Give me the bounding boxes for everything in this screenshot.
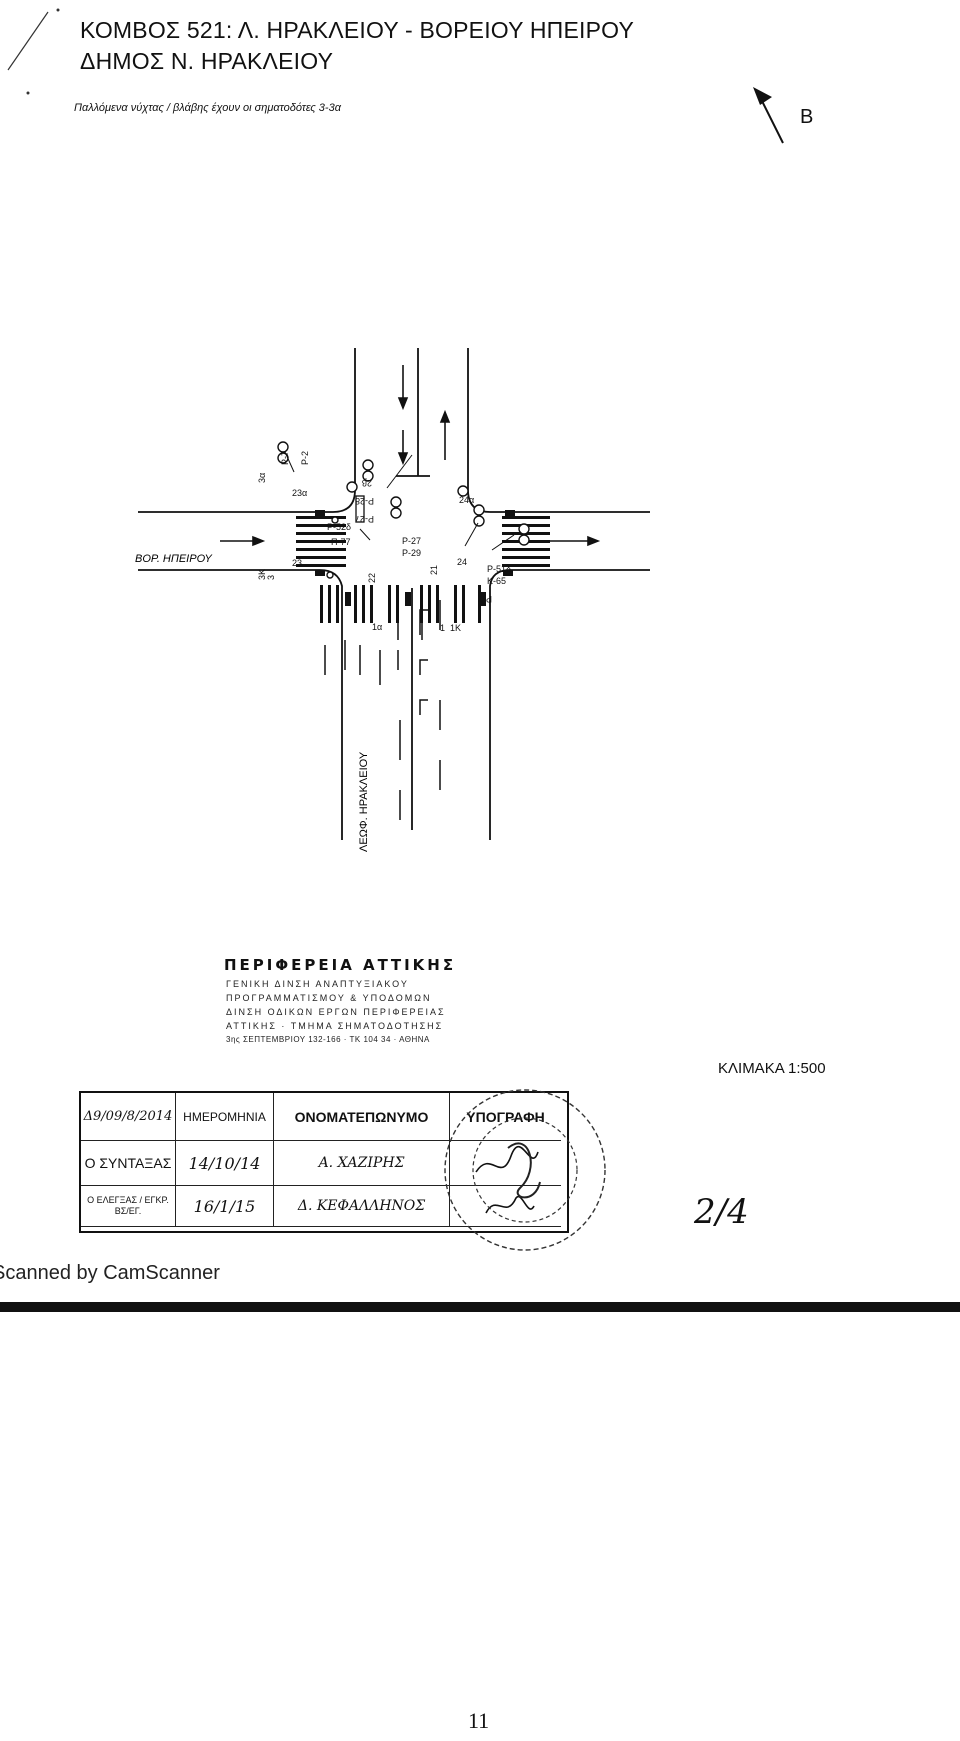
label-1a: 1α: [372, 622, 382, 632]
label-p27a: P-27: [355, 514, 374, 524]
label-23: 23: [292, 558, 302, 568]
label-p51: P-51δ: [487, 564, 511, 574]
table-cell-date: 14/10/14: [176, 1141, 274, 1186]
table-cell-date: 16/1/15: [176, 1186, 274, 1227]
authority-line-5: 3ης ΣΕΠΤΕΜΒΡΙΟΥ 132-166 · ΤΚ 104 34 · ΑΘ…: [226, 1035, 430, 1044]
table-header-name: ΟΝΟΜΑΤΕΠΩΝΥΜΟ: [274, 1093, 450, 1141]
label-k65: K-65: [487, 576, 506, 586]
scale-label: ΚΛΙΜΑΚΑ 1:500: [718, 1060, 826, 1077]
label-p7: P-7: [280, 451, 290, 465]
table-cell-name: Α. ΧΑΖΙΡΗΣ: [274, 1141, 450, 1186]
label-1k: 1Κ: [450, 623, 461, 633]
authority-line-2: ΠΡΟΓΡΑΜΜΑΤΙΣΜΟΥ & ΥΠΟΔΟΜΩΝ: [226, 993, 432, 1003]
label-p77: Π-77: [331, 537, 351, 547]
label-p27: P-27: [402, 536, 421, 546]
label-24: 24: [457, 557, 467, 567]
scan-edge-bar: [0, 1302, 960, 1312]
official-seal: [444, 1089, 606, 1251]
label-22: 22: [367, 573, 377, 583]
north-arrow-icon: [753, 87, 784, 144]
table-header-signature: ΥΠΟΓΡΑΦΗ: [450, 1093, 561, 1141]
signoff-table: Δ9/09/8/2014 ΗΜΕΡΟΜΗΝΙΑ ΟΝΟΜΑΤΕΠΩΝΥΜΟ ΥΠ…: [79, 1091, 569, 1233]
label-3k: 3Κ: [257, 569, 267, 580]
authority-line-4: ΑΤΤΙΚΗΣ · ΤΜΗΜΑ ΣΗΜΑΤΟΔΟΤΗΣΗΣ: [226, 1021, 444, 1031]
label-23a: 23α: [292, 488, 307, 498]
plan-subtitle: Παλλόμενα νύχτας / βλάβης έχουν οι σηματ…: [74, 102, 341, 114]
table-cell-name: Δ. ΚΕΦΑΛΛΗΝΟΣ: [274, 1186, 450, 1227]
page-number: 11: [468, 1708, 490, 1733]
signature-scribble: [484, 1195, 535, 1214]
label-21: 21: [429, 565, 439, 575]
intersection-plan: P-7 P-2 3α 23α P-28 P-27 2β P-52δ Π-77 P…: [135, 348, 650, 852]
label-p29: P-29: [402, 548, 421, 558]
label-p2: P-2: [300, 451, 310, 465]
scanner-footer: Scanned by CamScanner: [0, 1262, 220, 1284]
table-header-date-stamp: Δ9/09/8/2014: [81, 1093, 176, 1141]
plan-title-line2: ΔΗΜΟΣ Ν. ΗΡΑΚΛΕΙΟΥ: [80, 48, 334, 74]
label-p7b: P-7: [478, 594, 492, 604]
label-2b: 2β: [362, 478, 372, 488]
table-cell-signature: [450, 1186, 561, 1227]
table-header-date: ΗΜΕΡΟΜΗΝΙΑ: [176, 1093, 274, 1141]
street-west-label: ΒΟΡ. ΗΠΕΙΡΟΥ: [135, 553, 213, 565]
table-cell-role: Ο ΣΥΝΤΑΞΑΣ: [81, 1141, 176, 1186]
label-p52: P-52δ: [327, 522, 351, 532]
label-1: 1: [440, 623, 445, 633]
authority-line-3: ΔΙΝΣΗ ΟΔΙΚΩΝ ΕΡΓΩΝ ΠΕΡΙΦΕΡΕΙΑΣ: [226, 1007, 446, 1017]
plan-title-line1: ΚΟΜΒΟΣ 521: Λ. ΗΡΑΚΛΕΙΟΥ - ΒΟΡΕΙΟΥ ΗΠΕΙΡ…: [80, 17, 635, 43]
label-24a: 24α: [459, 495, 474, 505]
north-label: Β: [800, 106, 814, 128]
corner-scratch: [7, 8, 60, 95]
table-cell-role: Ο ΕΛΕΓΞΑΣ / ΕΓΚΡ. ΒΣ/ΕΓ.: [81, 1186, 176, 1227]
authority-line-1: ΓΕΝΙΚΗ ΔΙΝΣΗ ΑΝΑΠΤΥΞΙΑΚΟΥ: [226, 979, 409, 989]
label-3: 3: [266, 575, 276, 580]
street-south-label: ΛΕΩΦ. ΗΡΑΚΛΕΙΟΥ: [358, 751, 370, 852]
label-p28: P-28: [355, 496, 374, 506]
page-fraction: 2/4: [694, 1192, 749, 1232]
label-3a: 3α: [257, 473, 267, 483]
authority-name: ΠΕΡΙΦΕΡΕΙΑ ΑΤΤΙΚΗΣ: [224, 956, 457, 974]
